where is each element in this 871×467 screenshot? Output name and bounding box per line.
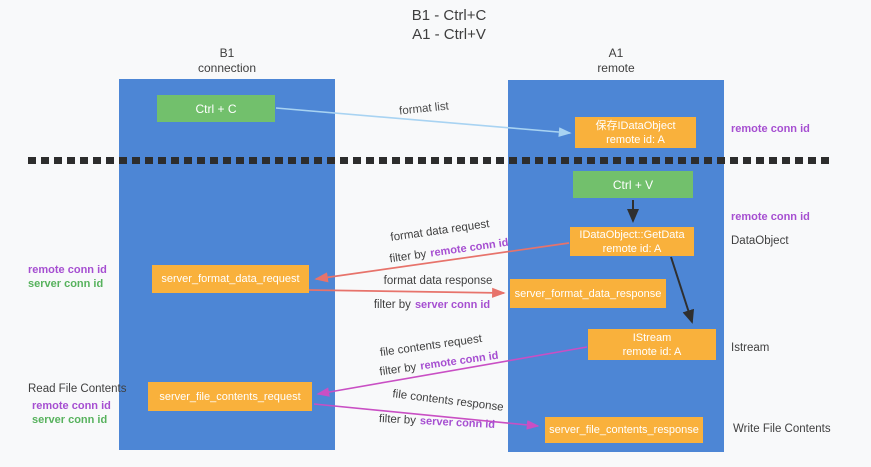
ctrl-c-node: Ctrl + C xyxy=(157,95,275,122)
left-server-conn-id-1: server conn id xyxy=(28,278,104,290)
format-data-response-label: format data response xyxy=(383,275,493,287)
lane-header-b1: B1 connection xyxy=(157,46,297,76)
remote-conn-id-text: remote conn id xyxy=(419,349,500,373)
filter-by-text: filter by xyxy=(373,299,411,311)
file-contents-response-label: file contents response xyxy=(391,388,505,414)
getdata-line1: IDataObject::GetData xyxy=(579,228,685,241)
filter-by-text: filter by xyxy=(378,361,418,379)
diagram-title-line1: B1 - Ctrl+C xyxy=(411,7,487,24)
server-file-contents-response-node: server_file_contents_response xyxy=(545,417,703,443)
ctrl-v-label: Ctrl + V xyxy=(612,177,654,192)
server-file-contents-request-label: server_file_contents_request xyxy=(159,390,301,403)
save-idataobject-node: 保存IDataObject remote id: A xyxy=(575,117,696,148)
left-server-conn-id-2: server conn id xyxy=(32,414,108,426)
server-conn-id-text: server conn id xyxy=(419,415,496,432)
left-remote-conn-id-1: remote conn id xyxy=(28,264,107,276)
ctrl-v-node: Ctrl + V xyxy=(573,171,693,198)
save-idataobject-line2: remote id: A xyxy=(606,133,665,146)
right-remote-conn-id-2: remote conn id xyxy=(731,211,810,223)
server-file-contents-response-label: server_file_contents_response xyxy=(549,424,699,436)
remote-conn-id-text: remote conn id xyxy=(429,236,510,260)
ctrl-c-label: Ctrl + C xyxy=(195,101,237,116)
format-list-label: format list xyxy=(398,100,450,118)
diagram-title-line2: A1 - Ctrl+V xyxy=(412,26,486,43)
save-idataobject-line1: 保存IDataObject xyxy=(595,119,676,132)
right-remote-conn-id-1: remote conn id xyxy=(731,123,810,135)
server-format-data-request-node: server_format_data_request xyxy=(152,265,309,293)
left-remote-conn-id-2: remote conn id xyxy=(32,400,111,412)
left-read-file-contents-label: Read File Contents xyxy=(28,383,127,395)
server-file-contents-request-node: server_file_contents_request xyxy=(148,382,312,411)
lane-a1-title: A1 xyxy=(608,46,624,60)
right-write-file-contents-label: Write File Contents xyxy=(733,423,831,435)
diagram-title: B1 - Ctrl+C A1 - Ctrl+V xyxy=(374,6,524,44)
server-conn-id-text: server conn id xyxy=(414,299,491,311)
right-dataobject-label: DataObject xyxy=(731,235,789,247)
lane-b1-subtitle: connection xyxy=(197,61,257,75)
filter-by-text: filter by xyxy=(388,248,428,266)
arrow-format-data-response xyxy=(308,287,506,298)
istream-node: IStream remote id: A xyxy=(588,329,716,360)
server-format-data-request-label: server_format_data_request xyxy=(161,273,300,285)
server-format-data-response-node: server_format_data_response xyxy=(510,279,666,308)
idataobject-getdata-node: IDataObject::GetData remote id: A xyxy=(570,227,694,256)
server-format-data-response-label: server_format_data_response xyxy=(514,287,662,300)
istream-line1: IStream xyxy=(632,331,672,344)
format-data-request-label: format data request xyxy=(389,218,491,244)
lane-header-a1: A1 remote xyxy=(546,46,686,76)
lane-a1-subtitle: remote xyxy=(597,61,635,75)
lane-b1-title: B1 xyxy=(219,46,235,60)
getdata-line2: remote id: A xyxy=(602,242,662,255)
right-istream-label: Istream xyxy=(731,342,770,354)
dashed-separator-line xyxy=(28,157,832,164)
istream-line2: remote id: A xyxy=(622,345,682,358)
filter-by-text: filter by xyxy=(378,412,417,427)
